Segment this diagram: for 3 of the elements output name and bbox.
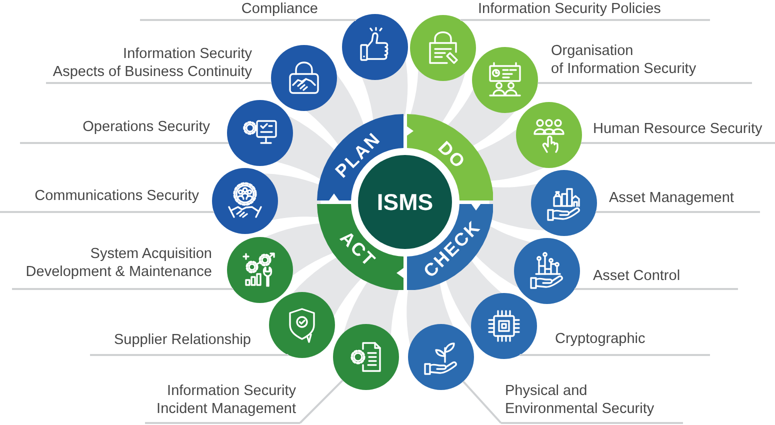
phase-label: ACT: [336, 228, 379, 270]
hub-label: ISMS: [376, 190, 434, 214]
phase-label: DO: [435, 138, 470, 172]
